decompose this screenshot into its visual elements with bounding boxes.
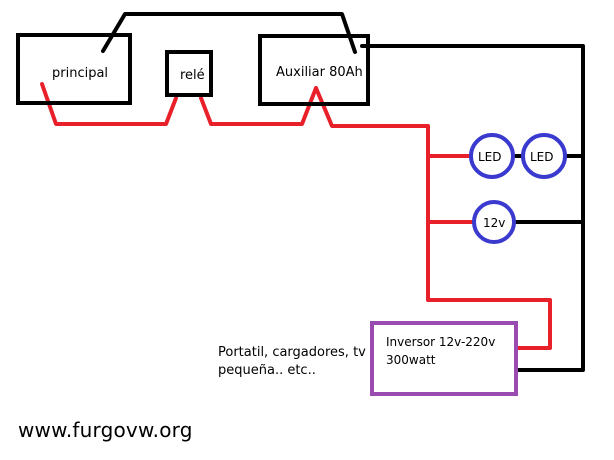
led-1: LED bbox=[469, 133, 515, 179]
note-line-1: Portatil, cargadores, tv bbox=[218, 345, 366, 360]
inversor-label-line2: 300watt bbox=[386, 353, 436, 367]
led-2-label: LED bbox=[530, 150, 554, 164]
rele-auxiliar-wire bbox=[199, 86, 552, 350]
auxiliar-battery: Auxiliar 80Ah bbox=[258, 34, 370, 106]
negative-wiring bbox=[101, 12, 585, 372]
led-1-label: LED bbox=[478, 150, 502, 164]
principal-battery: principal bbox=[16, 33, 132, 105]
inverter-usage-note: Portatil, cargadores, tv pequeña.. etc.. bbox=[218, 344, 378, 380]
auxiliar-label: Auxiliar 80Ah bbox=[276, 65, 363, 80]
rele-label: relé bbox=[180, 68, 205, 83]
rele: relé bbox=[165, 50, 213, 97]
led-1-circle bbox=[469, 133, 515, 179]
socket-12v: 12v bbox=[472, 200, 516, 244]
socket-12v-label: 12v bbox=[483, 216, 505, 230]
inversor-box bbox=[370, 321, 518, 396]
watermark: www.furgovw.org bbox=[18, 418, 193, 442]
principal-auxiliar-link bbox=[101, 12, 357, 54]
rele-box bbox=[165, 50, 213, 97]
inversor-label-line1: Inversor 12v-220v bbox=[386, 335, 495, 349]
principal-box bbox=[16, 33, 132, 105]
led-2: LED bbox=[521, 133, 567, 179]
socket-12v-circle bbox=[472, 200, 516, 244]
note-line-2: pequeña.. etc.. bbox=[218, 363, 316, 378]
auxiliar-box bbox=[258, 34, 370, 106]
inversor: Inversor 12v-220v 300watt bbox=[370, 321, 518, 396]
ground-main-wire bbox=[360, 44, 585, 372]
led-2-circle bbox=[521, 133, 567, 179]
principal-label: principal bbox=[52, 66, 108, 81]
